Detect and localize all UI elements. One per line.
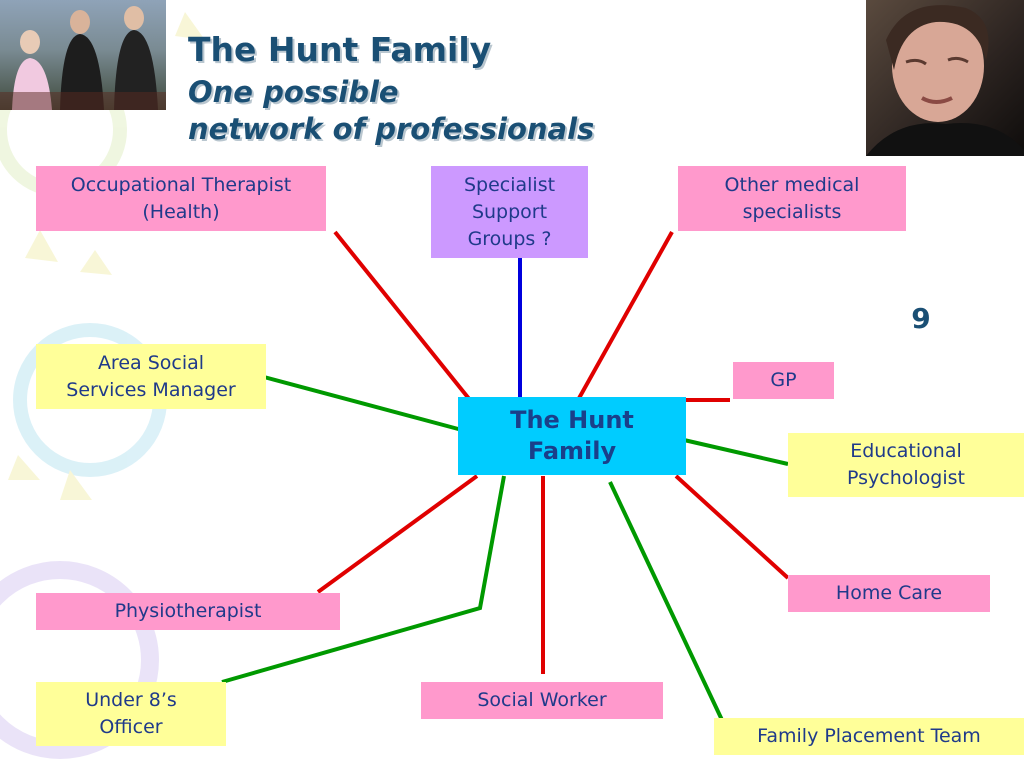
node-occupational-therapist: Occupational Therapist (Health): [36, 166, 326, 231]
node-social-worker: Social Worker: [421, 682, 663, 719]
node-under8s-officer: Under 8’s Officer: [36, 682, 226, 746]
node-family-placement-team: Family Placement Team: [714, 718, 1024, 755]
node-educational-psychologist: Educational Psychologist: [788, 433, 1024, 497]
center-node-hunt-family: The Hunt Family: [458, 397, 686, 475]
link-other-medical: [576, 231, 674, 401]
node-specialist-support-groups: Specialist Support Groups ?: [431, 166, 588, 258]
link-home-care: [674, 474, 790, 580]
link-educational-psychologist: [683, 438, 789, 466]
link-under8s-officer: [221, 475, 506, 684]
link-occupational-therapist: [333, 230, 472, 402]
node-area-social-services-manager: Area Social Services Manager: [36, 344, 266, 409]
node-gp: GP: [733, 362, 834, 399]
node-other-medical-specialists: Other medical specialists: [678, 166, 906, 231]
person-photo: [866, 0, 1024, 156]
slide-number: 9: [911, 302, 931, 335]
slide-subtitle-line-1: One possible: [188, 75, 399, 109]
node-physiotherapist: Physiotherapist: [36, 593, 340, 630]
link-family-placement: [608, 481, 724, 721]
slide-subtitle-line-2: network of professionals: [188, 112, 595, 146]
link-area-social-services: [263, 375, 463, 432]
family-photo: [0, 0, 166, 110]
node-home-care: Home Care: [788, 575, 990, 612]
link-physiotherapist: [316, 474, 479, 594]
slide-title: The Hunt Family: [188, 30, 492, 69]
